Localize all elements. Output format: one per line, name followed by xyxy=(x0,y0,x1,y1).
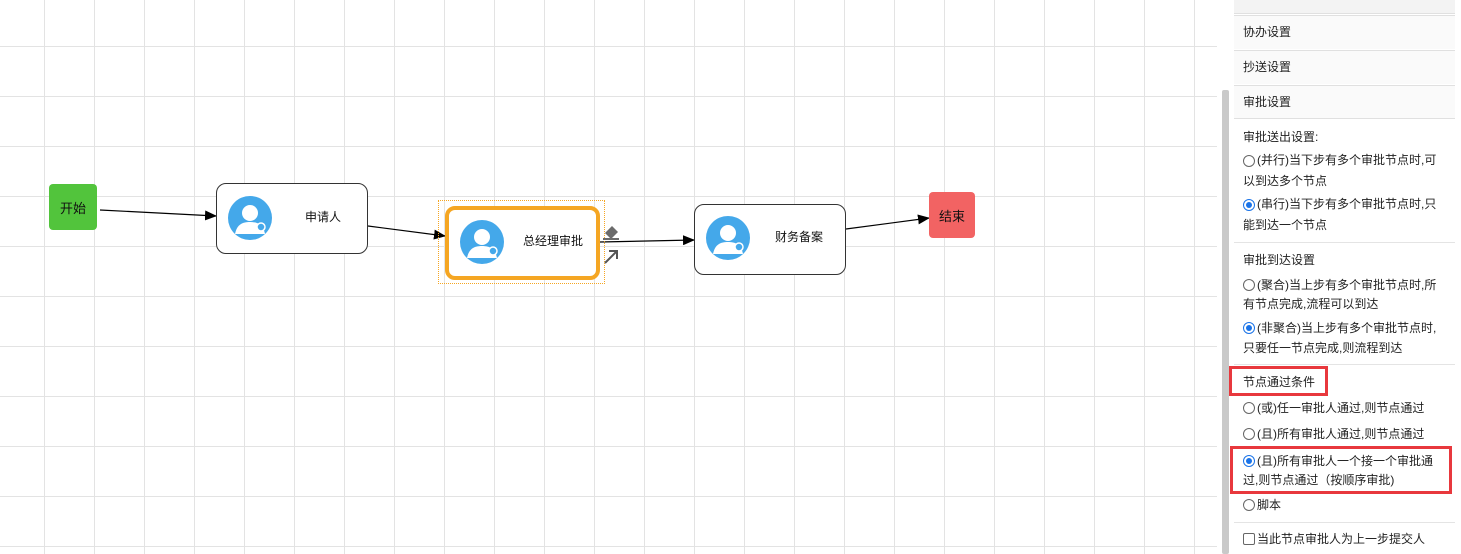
flow-edges xyxy=(99,209,930,246)
user-avatar-icon xyxy=(228,196,272,240)
radio-all-approvers-label[interactable]: (且)所有审批人通过,则节点通过 xyxy=(1257,427,1425,441)
radio-sequential[interactable] xyxy=(1243,455,1255,467)
checkbox-submitter-approver[interactable] xyxy=(1243,533,1255,545)
edge-finance-to-end xyxy=(845,214,930,230)
radio-serial[interactable] xyxy=(1243,199,1255,211)
eraser-icon[interactable] xyxy=(600,221,622,243)
edge-start-to-applicant xyxy=(99,209,217,221)
section-approval-settings[interactable]: 审批设置 xyxy=(1234,85,1455,119)
user-avatar-icon xyxy=(460,220,504,264)
radio-non-merge-label-2[interactable]: 只要任一节点完成,则流程到达 xyxy=(1243,341,1403,355)
node-applicant-label: 申请人 xyxy=(305,210,342,224)
connect-arrow-icon[interactable] xyxy=(600,246,622,268)
edge-manager-to-finance xyxy=(599,235,695,246)
radio-non-merge-label-1[interactable]: (非聚合)当上步有多个审批节点时, xyxy=(1257,321,1437,335)
radio-serial-label-1[interactable]: (串行)当下步有多个审批节点时,只 xyxy=(1257,197,1437,211)
start-node[interactable]: 开始 xyxy=(49,184,97,230)
radio-script[interactable] xyxy=(1243,499,1255,511)
divider xyxy=(1234,522,1455,523)
edge-applicant-to-manager xyxy=(367,225,446,240)
section-header-collapsed[interactable] xyxy=(1234,0,1455,14)
end-node[interactable]: 结束 xyxy=(929,192,975,238)
radio-script-label[interactable]: 脚本 xyxy=(1257,498,1282,512)
node-finance-filing[interactable]: 财务备案 xyxy=(694,204,846,275)
radio-non-merge[interactable] xyxy=(1243,322,1255,334)
radio-sequential-label-2[interactable]: 过,则节点通过（按顺序审批) xyxy=(1243,473,1395,487)
node-general-manager-approval[interactable]: 总经理审批 xyxy=(445,206,600,280)
panel-scrollbar[interactable] xyxy=(1222,90,1229,554)
flow-canvas[interactable]: 开始 申请人 总经理审批 xyxy=(0,0,1217,554)
radio-merge[interactable] xyxy=(1243,279,1255,291)
radio-all-approvers[interactable] xyxy=(1243,428,1255,440)
radio-parallel-label-1[interactable]: (并行)当下步有多个审批节点时,可 xyxy=(1257,153,1437,167)
node-finance-filing-label: 财务备案 xyxy=(775,230,824,244)
end-node-label: 结束 xyxy=(938,208,965,224)
highlight-box xyxy=(1229,366,1328,396)
selection-outline xyxy=(438,200,605,284)
node-general-manager-label: 总经理审批 xyxy=(523,234,584,248)
radio-sequential-label-1[interactable]: (且)所有审批人一个接一个审批通 xyxy=(1257,454,1433,468)
radio-serial-label-2[interactable]: 能到达一个节点 xyxy=(1243,218,1328,232)
radio-merge-label-1[interactable]: (聚合)当上步有多个审批节点时,所 xyxy=(1257,278,1437,292)
radio-parallel[interactable] xyxy=(1243,155,1255,167)
start-node-label: 开始 xyxy=(59,200,86,216)
radio-any-approver-label[interactable]: (或)任一审批人通过,则节点通过 xyxy=(1257,401,1425,415)
section-assist-settings[interactable]: 协办设置 xyxy=(1234,15,1455,49)
divider xyxy=(1234,242,1455,243)
radio-any-approver[interactable] xyxy=(1243,402,1255,414)
pass-condition-title: 节点通过条件 xyxy=(1243,375,1316,389)
radio-merge-label-2[interactable]: 有节点完成,流程可以到达 xyxy=(1243,297,1379,311)
radio-parallel-label-2[interactable]: 以到达多个节点 xyxy=(1243,174,1328,188)
properties-panel: 协办设置 抄送设置 审批设置 审批送出设置: (并行)当下步有多个审批节点时,可… xyxy=(1222,0,1461,554)
node-applicant[interactable]: 申请人 xyxy=(216,183,368,254)
checkbox-submitter-approver-label[interactable]: 当此节点审批人为上一步提交人 xyxy=(1257,532,1426,546)
section-cc-settings[interactable]: 抄送设置 xyxy=(1234,50,1455,84)
highlight-box xyxy=(1230,446,1452,494)
send-out-title: 审批送出设置: xyxy=(1243,130,1319,144)
divider xyxy=(1234,364,1455,365)
user-avatar-icon xyxy=(706,216,750,260)
arrival-title: 审批到达设置 xyxy=(1243,253,1316,267)
